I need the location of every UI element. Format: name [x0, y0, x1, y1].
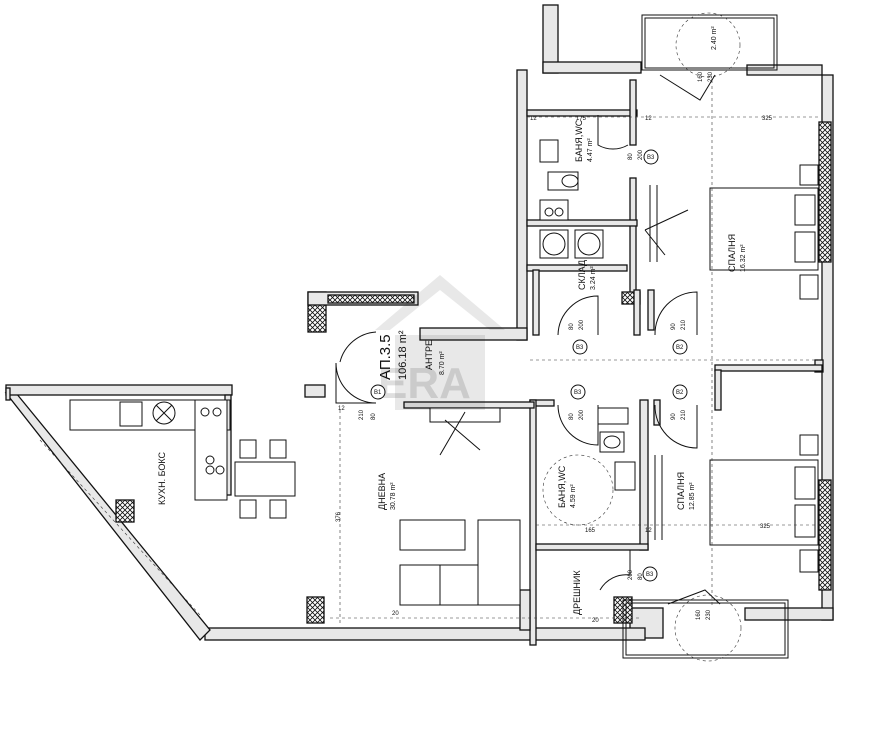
living-name: ДНЕВНА — [377, 473, 387, 510]
door-tag: B3 — [643, 149, 659, 165]
watermark-text: ERA — [378, 359, 471, 408]
dim-text: 230 — [708, 71, 714, 82]
dim-text: 12 — [338, 406, 345, 412]
door-tag: B3 — [642, 566, 658, 582]
dim-text: 165 — [585, 528, 596, 534]
dim-text: 12 — [645, 116, 652, 122]
watermark: ERA — [375, 275, 505, 410]
dim-text: 20 — [592, 618, 599, 624]
door-tag: B2 — [672, 384, 688, 400]
doors — [335, 74, 721, 605]
dim-text: 80 — [371, 413, 377, 420]
apartment-area: 106.18 m² — [397, 330, 409, 380]
dim-text: 230 — [706, 609, 712, 620]
dim-text: 200 — [579, 319, 585, 330]
room-labels: АП.3.5 106.18 m² АНТРЕ 8.70 m² ДНЕВНА 30… — [157, 26, 747, 615]
dim-text: 325 — [762, 116, 773, 122]
terrace1-area: 2.40 m² — [711, 26, 718, 50]
dim-text: 90 — [671, 413, 677, 420]
dim-text: 12 — [645, 528, 652, 534]
svg-text:B3: B3 — [647, 155, 655, 161]
dim-text: 12 — [530, 116, 537, 122]
fixtures — [69, 139, 819, 606]
bedroom2-name: СПАЛНЯ — [676, 472, 686, 510]
bedroom1-name: СПАЛНЯ — [727, 234, 737, 272]
hall-area: 8.70 m² — [439, 351, 446, 375]
dim-text: 160 — [698, 71, 704, 82]
door-tags: B3 B3 B3 B2 B2 B1 B3 — [370, 149, 688, 582]
door-tag: B2 — [672, 339, 688, 355]
dim-text: 80 — [569, 323, 575, 330]
apartment-label: АП.3.5 — [377, 334, 394, 380]
svg-text:B3: B3 — [576, 345, 584, 351]
kitchen-name: КУХН. БОКС — [157, 451, 167, 505]
bath2-area: 4.59 m² — [570, 484, 577, 508]
dim-text: 200 — [579, 409, 585, 420]
bath1-name: БАНЯ,WC — [574, 119, 584, 162]
dim-text: 200 — [628, 569, 634, 580]
dim-text: 210 — [681, 319, 687, 330]
svg-text:B2: B2 — [676, 390, 684, 396]
storage-area: 3.24 m² — [590, 266, 597, 290]
dim-text: 90 — [671, 323, 677, 330]
dimension-texts: 175 325 12 12 376 20 20 12 165 325 12 21… — [336, 71, 773, 624]
bedroom1-area: 16.32 m² — [740, 244, 747, 272]
dim-text: 210 — [681, 409, 687, 420]
dim-text: 160 — [696, 609, 702, 620]
terraces — [542, 12, 789, 662]
svg-text:B2: B2 — [676, 345, 684, 351]
dimension-lines — [39, 80, 820, 625]
hall-name: АНТРЕ — [424, 340, 434, 370]
dim-text: 175 — [576, 116, 587, 122]
door-tag: B3 — [570, 384, 586, 400]
bath2-name: БАНЯ,WC — [557, 465, 567, 508]
dim-text: 80 — [628, 153, 634, 160]
svg-text:B1: B1 — [374, 390, 382, 396]
dim-text: 210 — [359, 409, 365, 420]
dim-text: 20 — [392, 611, 399, 617]
svg-text:B3: B3 — [574, 390, 582, 396]
door-tag: B1 — [370, 384, 386, 400]
dim-text: 80 — [638, 573, 644, 580]
dim-text: 200 — [638, 149, 644, 160]
bedroom2-area: 12.85 m² — [689, 482, 696, 510]
storage-name: СКЛАД — [577, 260, 587, 290]
living-area: 30.78 m² — [390, 482, 397, 510]
dim-text: 325 — [760, 524, 771, 530]
dim-text: 376 — [336, 511, 342, 522]
wardrobe-name: ДРЕШНИК — [572, 570, 582, 615]
dim-text: 80 — [569, 413, 575, 420]
svg-text:B3: B3 — [646, 572, 654, 578]
door-tag: B3 — [572, 339, 588, 355]
bath1-area: 4.47 m² — [587, 138, 594, 162]
